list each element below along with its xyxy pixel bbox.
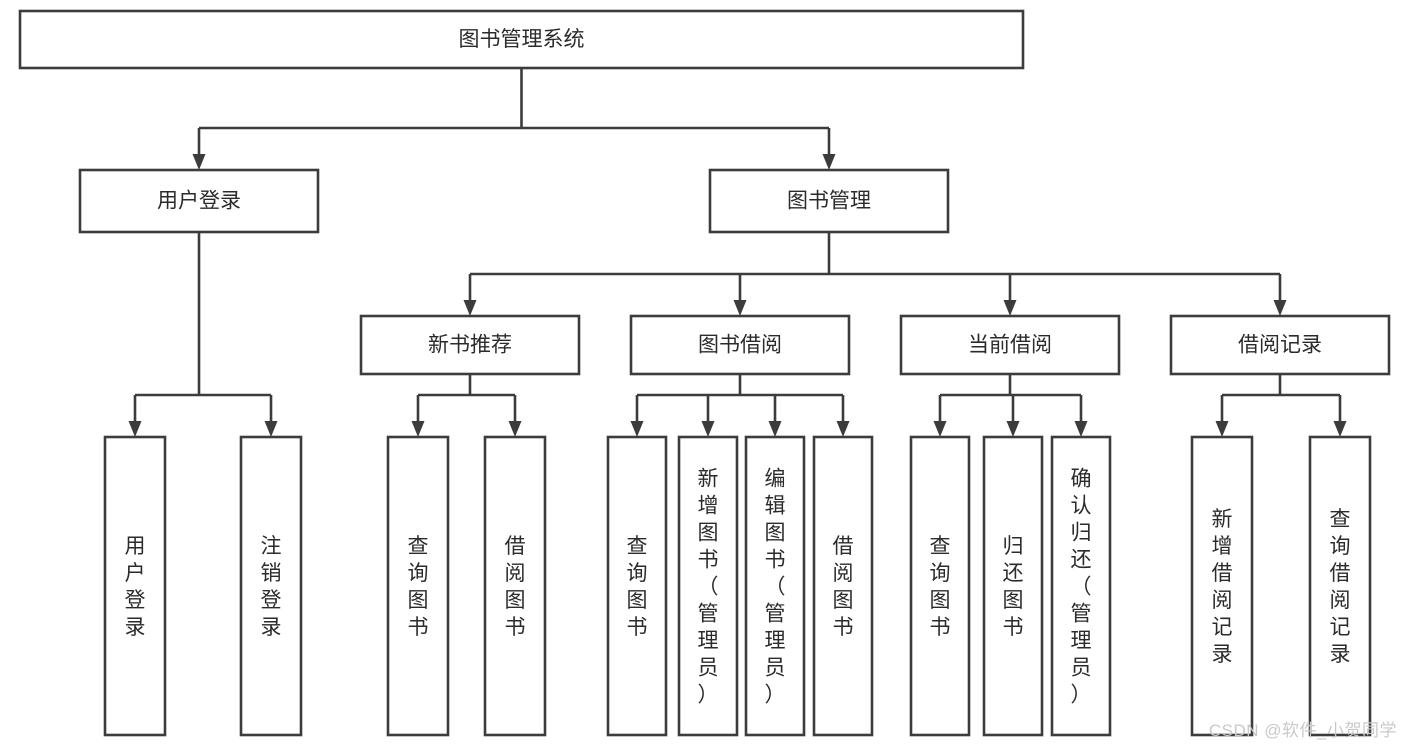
- node-box: [1169, 314, 1391, 376]
- arrow-head-icon: [1006, 421, 1020, 437]
- arrow-head-icon: [822, 154, 836, 170]
- node-box: [103, 435, 167, 737]
- node-leaf-bb-edit[interactable]: 编辑图书（管理员）: [744, 435, 806, 737]
- node-label: 图书管理: [787, 190, 871, 213]
- node-leaf-cb-query[interactable]: 查询图书: [909, 435, 971, 737]
- node-leaf-br-add[interactable]: 新增借阅记录: [1190, 435, 1254, 737]
- node-leaf-user-logout[interactable]: 注销登录: [239, 435, 303, 737]
- node-box: [18, 9, 1025, 70]
- watermark-text: CSDN @软件_小贺同学: [1208, 721, 1397, 740]
- connectors-layer: [128, 68, 1347, 437]
- node-l3-new-book-rec[interactable]: 新书推荐: [359, 314, 581, 376]
- node-label: 用户登录: [157, 190, 241, 213]
- node-box: [483, 435, 547, 737]
- node-leaf-rec-query[interactable]: 查询图书: [386, 435, 450, 737]
- node-label: 查询图书: [627, 535, 648, 639]
- node-leaf-user-login[interactable]: 用户登录: [103, 435, 167, 737]
- arrow-head-icon: [1003, 300, 1017, 316]
- node-label: 归还图书: [1003, 535, 1024, 639]
- node-l3-current-borrow[interactable]: 当前借阅: [899, 314, 1121, 376]
- node-label: 新增图书（管理员）: [698, 468, 719, 707]
- arrow-head-icon: [1215, 421, 1229, 437]
- node-label: 用户登录: [125, 535, 146, 639]
- arrow-head-icon: [933, 421, 947, 437]
- node-l2-user-login[interactable]: 用户登录: [78, 168, 320, 234]
- node-label: 查询图书: [408, 535, 429, 639]
- node-box: [909, 435, 971, 737]
- node-label: 新增借阅记录: [1212, 508, 1233, 666]
- arrow-head-icon: [264, 421, 278, 437]
- node-box: [78, 168, 320, 234]
- node-leaf-rec-borrow[interactable]: 借阅图书: [483, 435, 547, 737]
- node-box: [982, 435, 1044, 737]
- arrow-head-icon: [411, 421, 425, 437]
- node-root[interactable]: 图书管理系统: [18, 9, 1025, 70]
- arrow-head-icon: [1074, 421, 1088, 437]
- node-label: 图书管理系统: [459, 28, 585, 51]
- node-box: [1050, 435, 1112, 737]
- arrow-head-icon: [1273, 300, 1287, 316]
- node-box: [677, 435, 739, 737]
- node-label: 注销登录: [261, 535, 282, 639]
- node-label: 借阅图书: [505, 535, 526, 639]
- arrow-head-icon: [192, 154, 206, 170]
- arrow-head-icon: [836, 421, 850, 437]
- arrow-head-icon: [463, 300, 477, 316]
- node-l3-book-borrow[interactable]: 图书借阅: [629, 314, 851, 376]
- node-l2-book-manage[interactable]: 图书管理: [708, 168, 950, 234]
- node-box: [606, 435, 668, 737]
- node-box: [708, 168, 950, 234]
- node-box: [386, 435, 450, 737]
- node-leaf-cb-return[interactable]: 归还图书: [982, 435, 1044, 737]
- arrow-head-icon: [1333, 421, 1347, 437]
- node-label: 查询图书: [930, 535, 951, 639]
- arrow-head-icon: [128, 421, 142, 437]
- arrow-head-icon: [768, 421, 782, 437]
- node-box: [1308, 435, 1372, 737]
- node-box: [744, 435, 806, 737]
- node-label: 新书推荐: [428, 334, 512, 357]
- node-label: 借阅图书: [833, 535, 854, 639]
- node-leaf-cb-confirm[interactable]: 确认归还（管理员）: [1050, 435, 1112, 737]
- node-leaf-bb-borrow[interactable]: 借阅图书: [812, 435, 874, 737]
- node-label: 确认归还（管理员）: [1071, 468, 1092, 707]
- node-box: [629, 314, 851, 376]
- node-label: 当前借阅: [968, 334, 1052, 357]
- arrow-head-icon: [701, 421, 715, 437]
- node-label: 编辑图书（管理员）: [765, 468, 786, 707]
- arrow-head-icon: [630, 421, 644, 437]
- node-label: 查询借阅记录: [1330, 508, 1351, 666]
- node-box: [1190, 435, 1254, 737]
- node-label: 借阅记录: [1238, 334, 1322, 357]
- nodes-layer: 图书管理系统用户登录图书管理新书推荐图书借阅当前借阅借阅记录用户登录注销登录查询…: [18, 9, 1391, 737]
- arrow-head-icon: [733, 300, 747, 316]
- node-box: [899, 314, 1121, 376]
- node-leaf-br-query[interactable]: 查询借阅记录: [1308, 435, 1372, 737]
- node-box: [239, 435, 303, 737]
- node-leaf-bb-add[interactable]: 新增图书（管理员）: [677, 435, 739, 737]
- arrow-head-icon: [508, 421, 522, 437]
- node-l3-borrow-record[interactable]: 借阅记录: [1169, 314, 1391, 376]
- node-leaf-bb-query[interactable]: 查询图书: [606, 435, 668, 737]
- node-label: 图书借阅: [698, 334, 782, 357]
- node-box: [359, 314, 581, 376]
- node-box: [812, 435, 874, 737]
